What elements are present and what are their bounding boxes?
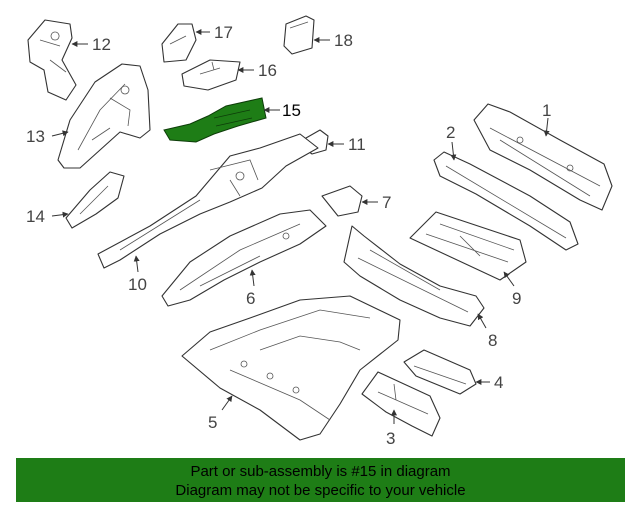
callout-17: 17 xyxy=(214,23,233,42)
part-15-highlighted-rail[interactable] xyxy=(163,97,267,143)
callout-3: 3 xyxy=(386,429,395,448)
callout-12: 12 xyxy=(92,35,111,54)
part-7-bracket[interactable] xyxy=(321,185,363,217)
callout-15: 15 xyxy=(282,101,301,120)
callout-7: 7 xyxy=(382,193,391,212)
part-14-bracket[interactable] xyxy=(65,171,125,229)
callout-16: 16 xyxy=(258,61,277,80)
part-13-wheelhouse[interactable] xyxy=(57,63,151,169)
callout-6: 6 xyxy=(246,289,255,308)
part-12-bracket[interactable] xyxy=(27,19,77,101)
part-10-side-member[interactable] xyxy=(97,133,319,269)
part-8-cross-member[interactable] xyxy=(343,225,485,327)
part-1-rear-member[interactable] xyxy=(473,103,613,211)
part-6-inner-rail[interactable] xyxy=(161,209,327,307)
callout-1: 1 xyxy=(542,101,551,120)
callout-13: 13 xyxy=(26,127,45,146)
callout-18: 18 xyxy=(334,31,353,50)
part-5-floor-pan[interactable] xyxy=(181,295,401,441)
exploded-parts-diagram: 12 13 17 18 16 15 11 14 xyxy=(26,15,613,448)
part-3-bracket[interactable] xyxy=(361,371,441,437)
part-16-plate[interactable] xyxy=(181,59,241,91)
callout-11: 11 xyxy=(348,135,366,154)
banner-line-2: Diagram may not be specific to your vehi… xyxy=(175,482,466,499)
callout-14: 14 xyxy=(26,207,45,226)
part-4-reinforcement[interactable] xyxy=(403,349,477,395)
callout-10: 10 xyxy=(128,275,147,294)
part-18-pad[interactable] xyxy=(283,15,315,55)
callout-8: 8 xyxy=(488,331,497,350)
callout-4: 4 xyxy=(494,373,503,392)
callout-5: 5 xyxy=(208,413,217,432)
callout-9: 9 xyxy=(512,289,521,308)
callout-2: 2 xyxy=(446,123,455,142)
info-banner: Part or sub-assembly is #15 in diagram D… xyxy=(16,458,625,502)
part-9-floor-panel[interactable] xyxy=(409,211,527,281)
part-17-plate[interactable] xyxy=(161,23,197,63)
part-2-cross-member[interactable] xyxy=(433,151,579,251)
banner-line-1: Part or sub-assembly is #15 in diagram xyxy=(190,463,451,480)
